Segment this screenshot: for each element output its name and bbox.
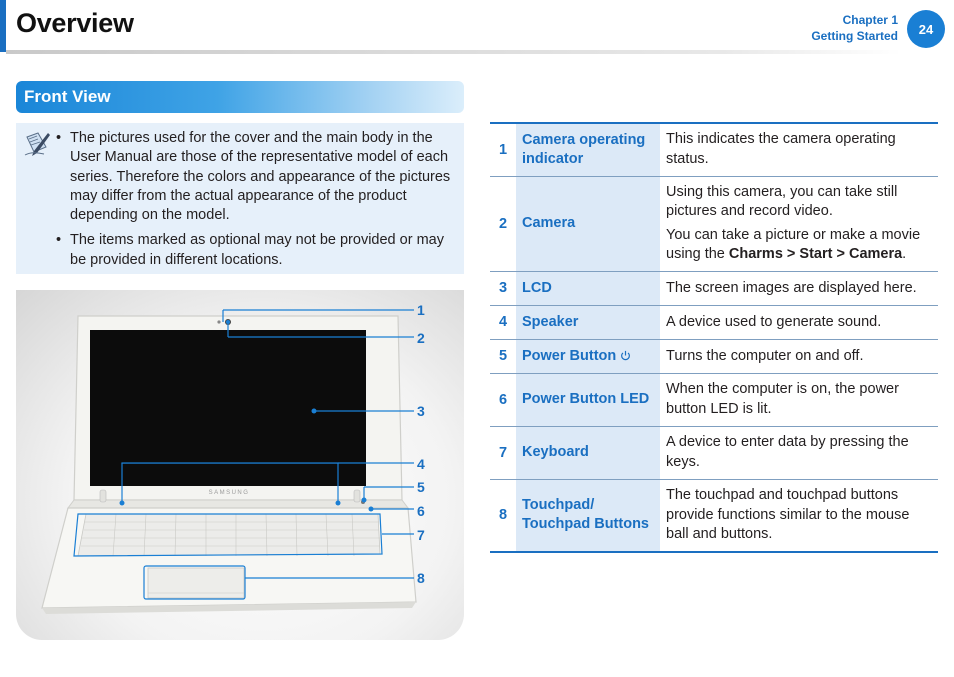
section-header: Front View: [16, 81, 464, 113]
section-title: Front View: [24, 87, 111, 106]
laptop-illustration: SAMSUNG: [41, 309, 417, 614]
row-number: 8: [498, 507, 508, 524]
row-number: 5: [498, 348, 508, 365]
note-pen-icon: [24, 132, 50, 156]
chapter-number: Chapter 1: [842, 13, 898, 27]
title-rule: [6, 50, 901, 54]
callout-8: 8: [417, 570, 425, 586]
keyboard: [77, 513, 381, 557]
row-number: 2: [498, 215, 508, 232]
row-number: 6: [498, 391, 508, 408]
component-name: Camera: [516, 176, 660, 272]
component-table: 1 Camera operating indicator This indica…: [490, 122, 938, 553]
component-desc: A device to enter data by pressing the k…: [666, 434, 909, 470]
component-name: LCD: [516, 271, 660, 306]
component-name: Camera operating indicator: [516, 123, 660, 176]
component-name: Speaker: [516, 305, 660, 340]
component-name: Keyboard: [516, 426, 660, 480]
component-name: Touchpad/ Touchpad Buttons: [516, 479, 660, 553]
row-number: 7: [498, 444, 508, 461]
component-desc: When the computer is on, the power butto…: [666, 381, 899, 417]
page-title: Overview: [16, 8, 134, 38]
power-icon: [621, 350, 631, 360]
table-row: 7 Keyboard A device to enter data by pre…: [490, 426, 938, 480]
table-row: 4 Speaker A device used to generate soun…: [490, 305, 938, 340]
table-row: 1 Camera operating indicator This indica…: [490, 123, 938, 176]
component-desc: The touchpad and touchpad buttons provid…: [666, 487, 910, 543]
component-name: Power Button: [516, 339, 660, 374]
title-accent-bar: [0, 0, 6, 52]
page-number-badge: 24: [907, 10, 945, 48]
callout-2: 2: [417, 330, 425, 346]
table-row: 5 Power Button Turns the computer on and…: [490, 339, 938, 374]
component-desc: Using this camera, you can take still pi…: [666, 183, 921, 263]
row-number: 4: [498, 314, 508, 331]
callout-6: 6: [417, 503, 425, 519]
lcd-screen: [90, 330, 366, 486]
table-row: 8 Touchpad/ Touchpad Buttons The touchpa…: [490, 479, 938, 553]
component-desc: A device used to generate sound.: [666, 313, 882, 330]
component-desc: Turns the computer on and off.: [666, 347, 864, 364]
component-desc: The screen images are displayed here.: [666, 279, 917, 296]
callout-7: 7: [417, 527, 425, 543]
callout-5: 5: [417, 479, 425, 495]
note-list: The pictures used for the cover and the …: [56, 129, 456, 276]
table-row: 3 LCD The screen images are displayed he…: [490, 271, 938, 306]
callout-3: 3: [417, 403, 425, 419]
laptop-photo-panel: SAMSUNG: [16, 290, 464, 640]
camera-indicator: [217, 320, 221, 324]
brand-logo: SAMSUNG: [209, 490, 250, 496]
row-number: 1: [498, 141, 508, 158]
row-number: 3: [498, 280, 508, 297]
note-item: The pictures used for the cover and the …: [56, 129, 456, 225]
callout-4: 4: [417, 456, 425, 472]
touchpad: [147, 567, 245, 599]
menu-path: Charms > Start > Camera: [728, 246, 903, 263]
chapter-label: Chapter 1 Getting Started: [811, 12, 898, 44]
component-desc: This indicates the camera operating stat…: [666, 131, 896, 167]
note-item: The items marked as optional may not be …: [56, 231, 456, 270]
callout-1: 1: [417, 302, 425, 318]
table-row: 6 Power Button LED When the computer is …: [490, 373, 938, 427]
chapter-name: Getting Started: [811, 29, 898, 43]
table-row: 2 Camera Using this camera, you can take…: [490, 176, 938, 272]
component-name: Power Button LED: [516, 373, 660, 427]
note-box: The pictures used for the cover and the …: [16, 123, 464, 274]
